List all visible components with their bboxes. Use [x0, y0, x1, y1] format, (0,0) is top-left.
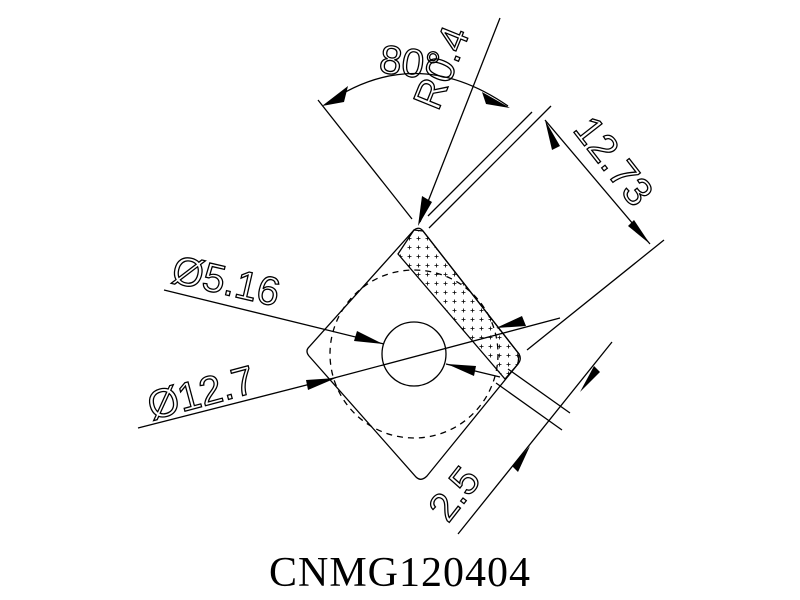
inscribed-diameter-label: Ø12.7	[143, 358, 260, 429]
thickness-dimension: 2.5	[420, 341, 613, 535]
angle-label: 80°	[377, 37, 443, 89]
angle-dimension: 80°	[317, 37, 533, 220]
thickness-label: 2.5	[420, 459, 489, 530]
part-code-title: CNMG120404	[268, 550, 532, 596]
center-hole	[381, 321, 447, 387]
insert-outline	[306, 227, 521, 480]
hatched-face	[397, 229, 520, 380]
